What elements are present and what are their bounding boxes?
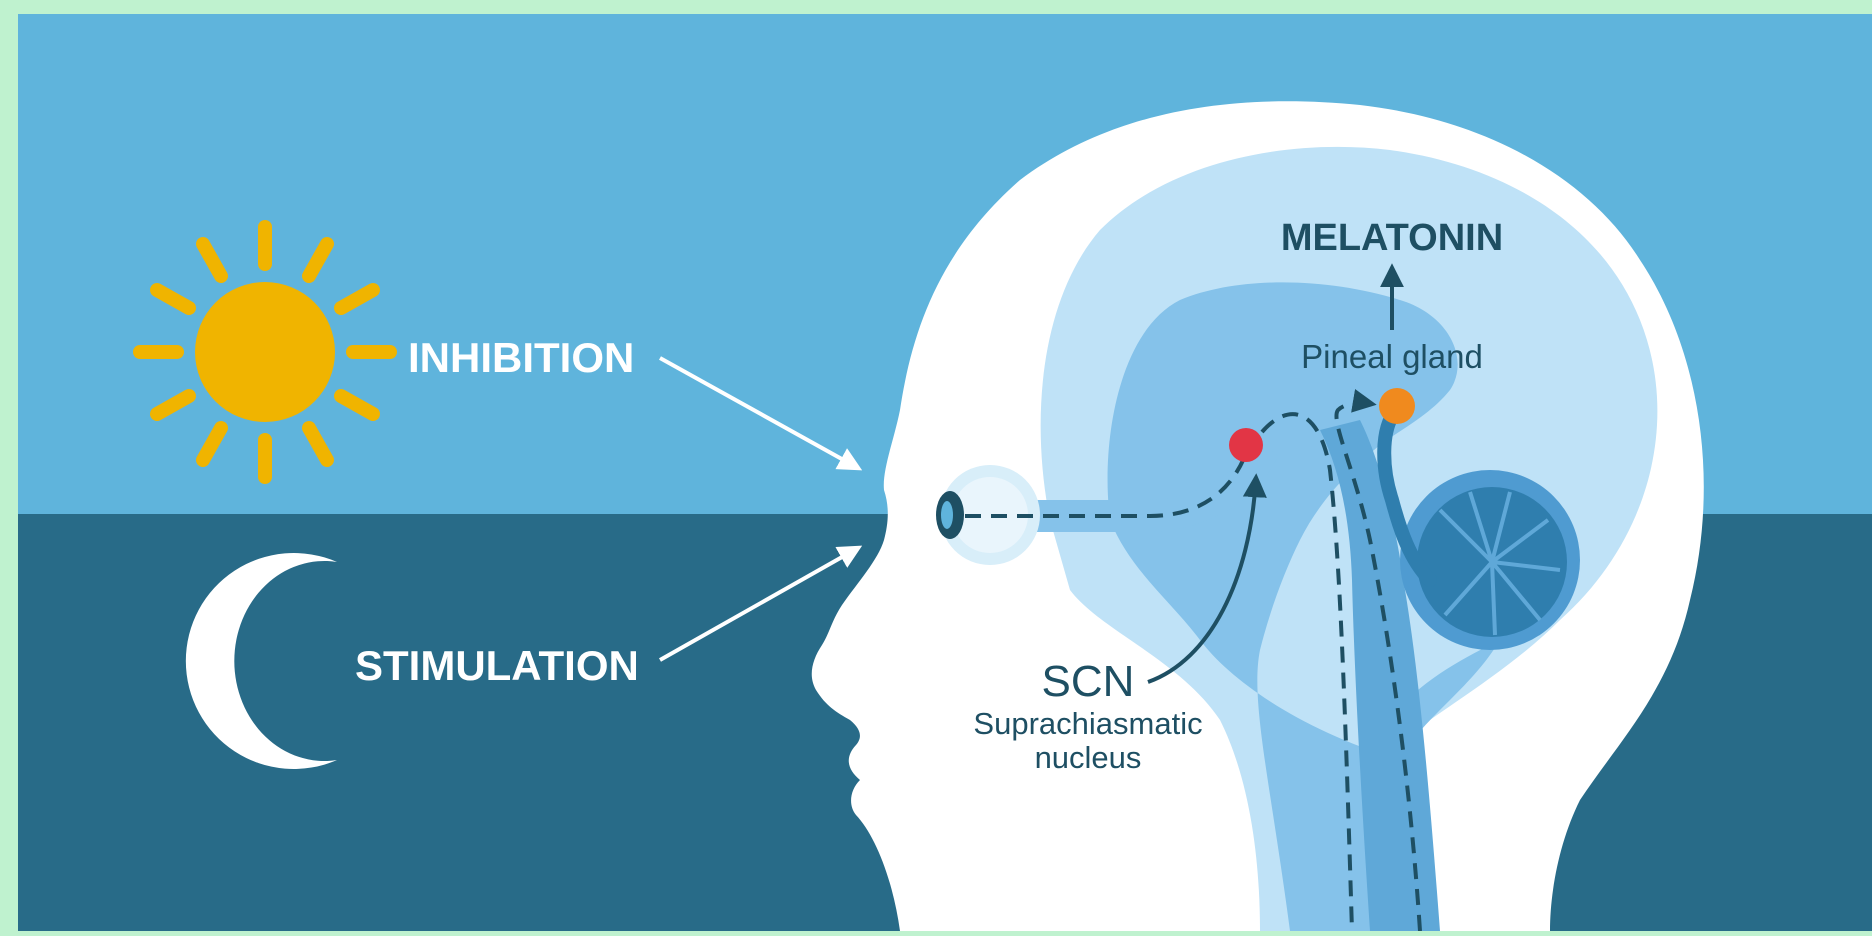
scn-dot	[1229, 428, 1263, 462]
cerebellum	[1400, 470, 1580, 650]
scn-full-name-line1: Suprachiasmatic	[973, 706, 1202, 741]
scn-label: SCN	[1042, 657, 1135, 706]
stimulation-label: STIMULATION	[355, 642, 639, 689]
melatonin-label: MELATONIN	[1281, 217, 1503, 259]
pineal-gland-label: Pineal gland	[1301, 338, 1483, 375]
inhibition-label: INHIBITION	[408, 334, 634, 381]
pineal-gland-dot	[1379, 388, 1415, 424]
scn-full-name-line2: nucleus	[1035, 740, 1142, 775]
